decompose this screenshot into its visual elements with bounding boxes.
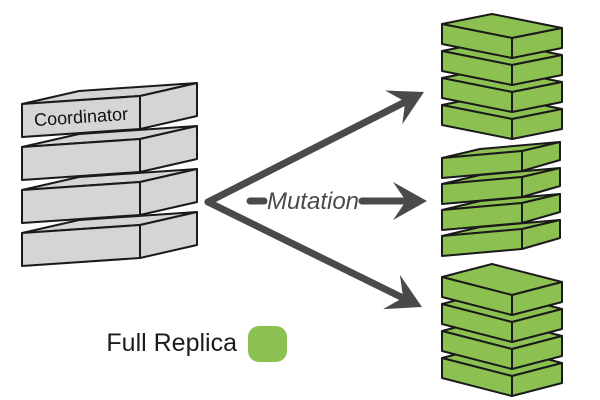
slab-front-face (441, 202, 523, 231)
replica-stack-middle (441, 141, 561, 257)
replica-slab (441, 263, 563, 316)
full-replica-swatch-icon (248, 326, 287, 362)
mutation-label: Mutation (267, 188, 359, 215)
arrow-head-top-icon (385, 90, 424, 125)
slab-right-face (511, 281, 563, 316)
replica-slab (441, 219, 561, 257)
replica-slab (441, 193, 561, 231)
arrow-head-middle-icon (393, 182, 427, 220)
slab-front-face (21, 224, 141, 267)
mutation-arrows: Mutation (204, 90, 427, 310)
coordinator-slab-3 (21, 168, 198, 224)
slab-front-face (441, 150, 523, 179)
legend-label: Full Replica (106, 329, 237, 357)
replica-stack-top (441, 13, 563, 140)
replica-stack-bottom (441, 263, 563, 397)
replica-slab (441, 167, 561, 205)
slab-right-face (511, 335, 563, 370)
slab-right-face (511, 81, 563, 113)
slab-right-face (511, 308, 563, 343)
replica-slab (441, 141, 561, 179)
slab-front-face (21, 95, 141, 138)
coordinator-stack: Coordinator (21, 82, 198, 267)
coordinator-slab-1 (21, 82, 198, 138)
legend: Full Replica (106, 326, 287, 362)
slab-right-face (511, 54, 563, 86)
coordinator-slab-4 (21, 211, 198, 267)
replica-slab (441, 13, 563, 59)
slab-right-face (511, 362, 563, 397)
arrow-head-bottom-icon (383, 274, 422, 310)
arrow-line-top (204, 99, 407, 206)
slab-right-face (511, 27, 563, 59)
slab-front-face (21, 181, 141, 224)
slab-right-face (511, 108, 563, 140)
coordinator-slab-2 (21, 125, 198, 181)
slab-front-face (21, 138, 141, 181)
arrow-line-bottom (204, 198, 405, 301)
slab-front-face (441, 228, 523, 257)
slab-front-face (441, 176, 523, 205)
